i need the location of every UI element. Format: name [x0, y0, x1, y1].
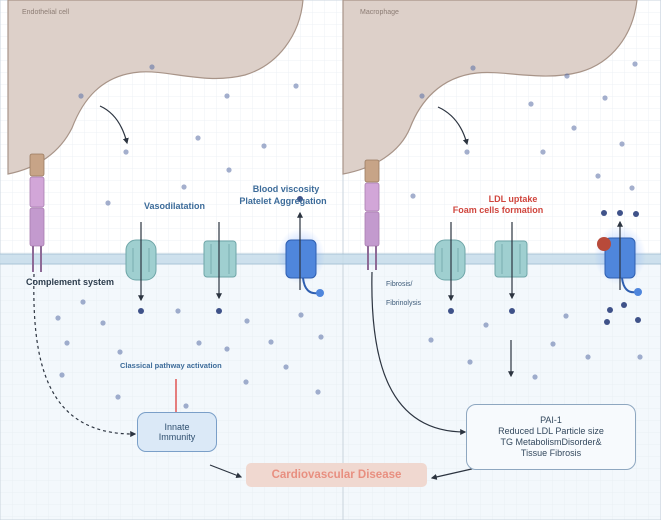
pai-line-1: PAI-1 [540, 415, 562, 426]
endothelial-cell-title: Endothelial cell [22, 9, 70, 16]
cell-membrane [0, 253, 661, 265]
complement-receptor-right [364, 159, 380, 270]
ldl-uptake-label: LDL uptake [488, 194, 538, 204]
pai-1-box: PAI-1 Reduced LDL Particle size TG Metab… [466, 404, 636, 470]
pai-line-2: Reduced LDL Particle size [498, 426, 604, 437]
innate-immunity-box: Innate Immunity [137, 412, 217, 452]
platelet-aggregation-label: Platelet Aggregation [239, 196, 327, 206]
macrophage-title: Macrophage [360, 9, 399, 16]
arrow-innate-cvd [209, 464, 243, 479]
cardiovascular-disease-box: Cardiovascular Disease [246, 463, 427, 487]
channel-fibrosis [434, 239, 466, 281]
endothelial-cell [7, 0, 304, 175]
particle-dots-dark [138, 196, 641, 325]
channel-middle-left [203, 240, 237, 278]
vasodilatation-label: Vasodilatation [144, 201, 206, 211]
pai-line-4: Tissue Fibrosis [520, 447, 582, 458]
innate-line-2: Immunity [158, 432, 196, 442]
curved-arrow-right [437, 106, 469, 146]
complement-system-label: Complement system [26, 277, 115, 287]
complement-receptor-left [29, 153, 45, 272]
fibrosis-label: Fibrosis/ [386, 281, 413, 288]
particle-dots [55, 61, 643, 409]
classical-pathway-label: Classical pathway activation [120, 361, 222, 370]
arrow-pai-cvd [430, 467, 477, 480]
channel-middle-right [494, 240, 528, 278]
pai-line-3: TG MetabolismDisorder& [500, 437, 602, 447]
cardiovascular-disease-label: Cardiovascular Disease [271, 469, 402, 481]
channel-platelet [277, 228, 325, 297]
blood-viscosity-label: Blood viscosity [252, 184, 320, 194]
curved-arrow-left [99, 105, 129, 145]
innate-line-1: Innate [164, 422, 190, 432]
foam-cells-label: Foam cells formation [452, 205, 544, 215]
arrow-complement-pai [371, 271, 467, 435]
macrophage-cell [342, 0, 638, 175]
fibrinolysis-label: Fibrinolysis [386, 300, 422, 307]
arrow-complement-innate [33, 273, 137, 438]
